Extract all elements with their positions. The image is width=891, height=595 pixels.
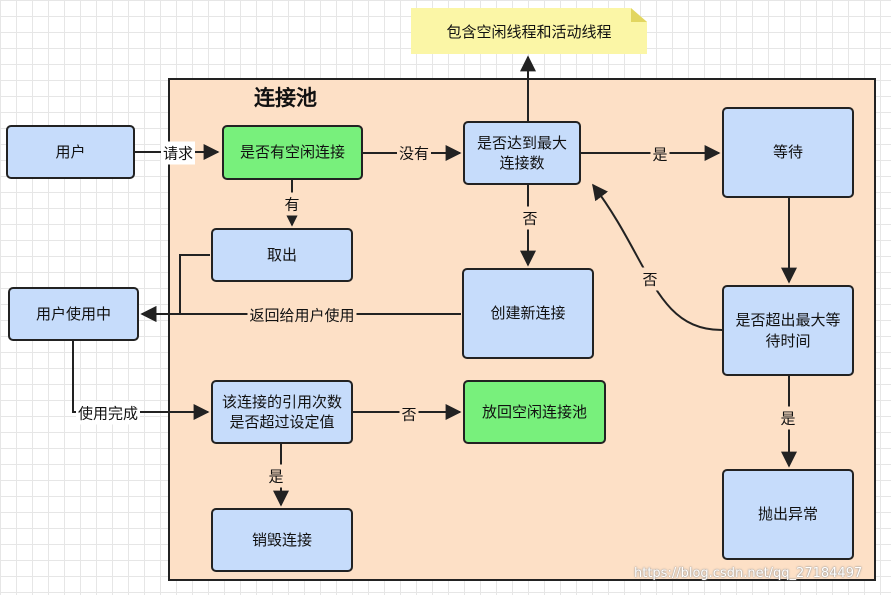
node-timeout: 是否超出最大等待时间 [722, 285, 854, 376]
label-yes-throw: 是 [778, 406, 798, 430]
node-has-idle: 是否有空闲连接 [222, 125, 363, 180]
label-finish: 使用完成 [75, 401, 141, 425]
label-no-retry: 否 [640, 267, 660, 291]
edge-take-to-in-use [140, 254, 210, 322]
node-ref-check: 该连接的引用次数是否超过设定值 [211, 380, 353, 444]
label-none: 没有 [396, 141, 432, 165]
pool-note: 包含空闲线程和活动线程 [411, 8, 647, 54]
label-has: 有 [282, 192, 302, 216]
label-return-user: 返回给用户使用 [247, 303, 357, 327]
node-wait: 等待 [722, 107, 854, 198]
label-yes-wait: 是 [650, 142, 670, 166]
node-take: 取出 [211, 228, 353, 282]
node-return-pool: 放回空闲连接池 [463, 380, 606, 444]
node-throw: 抛出异常 [722, 469, 854, 560]
node-destroy: 销毁连接 [211, 508, 353, 572]
label-request: 请求 [160, 141, 196, 165]
pool-title: 连接池 [254, 86, 317, 110]
node-max-reached: 是否达到最大连接数 [463, 121, 581, 185]
label-yes-destroy: 是 [266, 464, 286, 488]
node-in-use: 用户使用中 [8, 287, 139, 341]
watermark: https://blog.csdn.net/qq_27184497 [634, 566, 863, 581]
label-no-return: 否 [399, 402, 419, 426]
node-create: 创建新连接 [462, 268, 594, 359]
edge-timeout-to-max [592, 183, 723, 331]
label-no-create: 否 [520, 206, 540, 230]
edge-in-use-to-ref-check [72, 341, 210, 420]
node-user: 用户 [6, 125, 135, 179]
